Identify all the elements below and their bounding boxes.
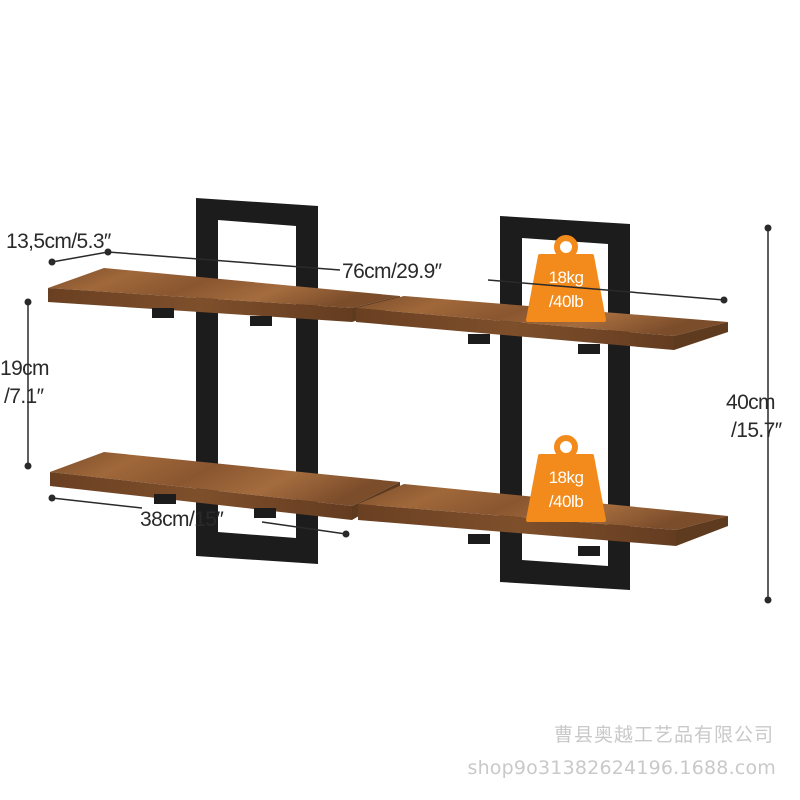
weight-icon xyxy=(526,454,606,522)
total-height-label-metric: 40cm xyxy=(726,391,775,414)
shelf-length-label: 38cm/15″ xyxy=(140,508,224,531)
shelf-gap-dimension xyxy=(24,298,32,470)
load-badge-weight-imperial: /40lb xyxy=(549,492,583,511)
upper-right-shelf xyxy=(356,296,728,354)
shelf-length-dimension xyxy=(48,494,350,538)
total-height-dimension xyxy=(764,224,772,604)
shelf-gap-label-metric: 19cm xyxy=(0,357,49,380)
depth-label: 13,5cm/5.3″ xyxy=(6,230,112,253)
total-height-label-imperial: /15.7″ xyxy=(731,419,783,442)
weight-icon xyxy=(526,254,606,322)
load-badge-weight: 18kg xyxy=(549,268,584,287)
load-badge-lower: 18kg /40lb xyxy=(526,435,606,522)
load-badge-upper: 18kg /40lb xyxy=(526,235,606,322)
length-label: 76cm/29.9″ xyxy=(342,260,443,283)
shelf-gap-label-imperial: /7.1″ xyxy=(4,385,45,408)
load-badge-weight-imperial: /40lb xyxy=(549,292,583,311)
watermark-company: 曹县奥越工艺品有限公司 xyxy=(553,724,774,746)
watermark-shop-url: shop9o31382624196.1688.com xyxy=(467,757,776,779)
load-badge-weight: 18kg xyxy=(549,468,584,487)
length-dimension xyxy=(107,251,728,304)
